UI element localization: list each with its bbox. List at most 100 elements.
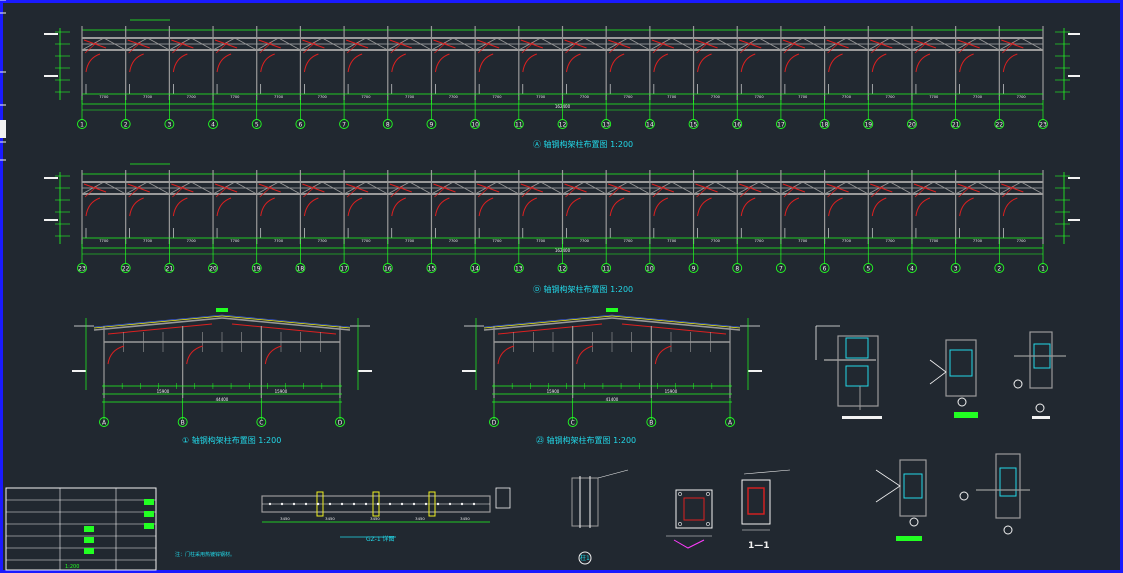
truss-diagonal (715, 37, 738, 51)
bay-dim-label: 7700 (187, 239, 197, 243)
axis-label: 21 (166, 266, 174, 273)
truss-diagonal (562, 37, 585, 51)
rafter-brace (303, 185, 316, 198)
rafter-brace (84, 185, 98, 198)
bay-dim-label: 7700 (667, 95, 677, 99)
bay-dim-label: 7700 (143, 239, 153, 243)
axis-bubble (470, 263, 481, 273)
knee-brace (697, 197, 712, 217)
truss-diagonal (322, 181, 345, 195)
roof-slope (93, 317, 223, 331)
rafter (621, 323, 727, 335)
rafter-brace (477, 41, 491, 54)
axis-bubble (177, 417, 188, 427)
truss-diagonal (300, 181, 323, 195)
rafter-brace (1002, 41, 1015, 54)
truss-diagonal (300, 37, 323, 51)
rafter-brace (914, 41, 928, 54)
rafter-brace (128, 41, 142, 54)
truss-diagonal (889, 37, 913, 51)
knee-brace (216, 53, 232, 73)
axis-label: 17 (777, 122, 785, 129)
axis-bubble (208, 263, 218, 273)
truss-diagonal (1020, 181, 1044, 195)
truss-diagonal (999, 37, 1022, 51)
truss-diagonal (212, 181, 236, 195)
bolt-hole (280, 502, 284, 506)
connection-details (571, 325, 1066, 565)
truss-diagonal (1020, 37, 1044, 51)
axis-label: 23 (78, 266, 86, 273)
axis-bubble (99, 417, 109, 427)
truss-diagonal (234, 37, 257, 51)
knee-brace (303, 197, 319, 217)
axis-bubble (688, 119, 699, 129)
rafter-brace (84, 41, 98, 54)
bay-dim-label: 7700 (318, 95, 328, 99)
level-marker (1068, 75, 1080, 77)
axis-bubble (208, 119, 218, 129)
overall-dim-label: 44400 (216, 397, 229, 402)
bolt-hole (340, 502, 344, 506)
knee-brace (85, 53, 101, 73)
bay-dim-label: 7700 (886, 95, 896, 99)
end-plate (845, 337, 869, 359)
splice-plate (428, 491, 436, 517)
knee-brace (129, 53, 144, 73)
axis-bubble (732, 263, 743, 273)
axis-label: A (102, 420, 107, 427)
rafter-brace (608, 185, 622, 198)
bolt-hole (412, 502, 416, 506)
rafter (231, 323, 337, 335)
axis-bubble (251, 119, 262, 129)
rafter-brace (914, 185, 928, 198)
axis-bubble (644, 263, 655, 273)
bay-dim-label: 7700 (973, 239, 983, 243)
axis-bubble (950, 119, 961, 129)
bay-dim-label: 7700 (536, 95, 546, 99)
truss-diagonal (191, 181, 214, 195)
anchor-bolt (706, 492, 710, 496)
leader-line (743, 469, 791, 475)
level-marker (72, 370, 86, 372)
truss-diagonal (365, 37, 388, 51)
rafter-brace (739, 41, 753, 54)
axis-bubble (601, 119, 612, 129)
axis-label: 10 (646, 266, 654, 273)
bolt-hole (400, 502, 404, 506)
roof-sheet-edge (611, 314, 741, 328)
truss-diagonal (671, 37, 694, 51)
anchor-bolt (678, 492, 682, 496)
roof-slope (221, 317, 351, 331)
bolt-hole (424, 502, 428, 506)
bay-dim-label: 7700 (623, 95, 633, 99)
level-marker (44, 177, 58, 179)
axis-label: 9 (430, 122, 434, 129)
section-right-title: ㉓ 轴钢构架柱布置图 1:200 (536, 435, 636, 445)
bay-dim-label: 7700 (798, 95, 808, 99)
truss-diagonal (802, 37, 825, 51)
connection-column (945, 339, 977, 397)
column-detail-label: 柱1 (580, 554, 590, 562)
bolt-hole (352, 502, 356, 506)
rafter-brace (652, 41, 666, 54)
truss-diagonal (256, 37, 279, 51)
bay-dim-label: 7700 (842, 95, 852, 99)
knee-brace (653, 197, 669, 217)
axis-label: 20 (209, 266, 217, 273)
truss-diagonal (453, 37, 476, 51)
bolt-hole (472, 502, 476, 506)
rafter-brace (871, 41, 884, 54)
truss-diagonal (518, 181, 541, 195)
bay-dim-label: 7700 (449, 95, 459, 99)
axis-label: 3 (954, 266, 958, 273)
bolt-hole (292, 502, 296, 506)
rafter-brace (259, 185, 273, 198)
axis-bubble (489, 417, 499, 427)
truss-diagonal (169, 37, 192, 51)
axis-label: 22 (995, 122, 1003, 129)
axis-label: 18 (821, 122, 829, 129)
